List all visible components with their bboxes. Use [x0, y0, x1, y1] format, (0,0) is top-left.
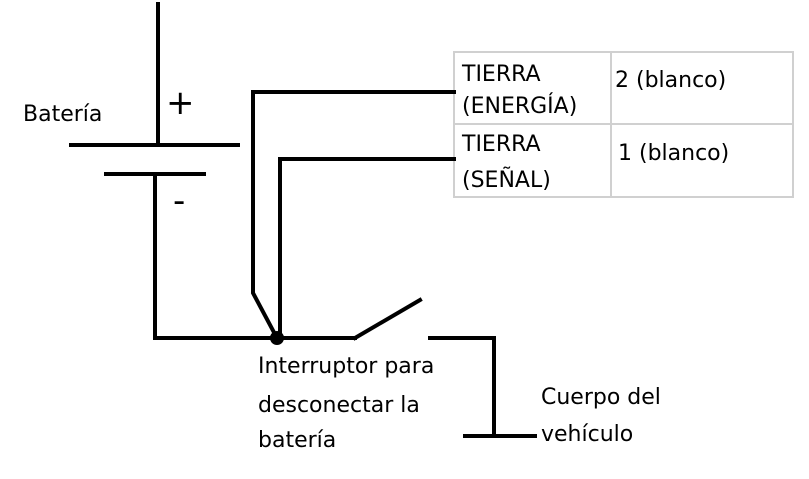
- table-row2-pin: 1 (blanco): [618, 141, 730, 166]
- table-cell-row1-pin: [610, 51, 794, 125]
- table-row1-name-line2: (ENERGÍA): [462, 94, 578, 119]
- table-row2-name-line1: TIERRA: [462, 132, 541, 157]
- power-ground-wire: [251, 90, 456, 341]
- signal-ground-wire: [278, 157, 456, 340]
- switch-to-chassis-wire: [428, 336, 496, 438]
- battery-minus-sign: -: [173, 181, 186, 221]
- table-cell-row1-name: [453, 51, 612, 125]
- battery-plus-sign: +: [166, 83, 195, 123]
- chassis-label-line2: vehículo: [541, 422, 634, 447]
- switch-label-line1: Interruptor para: [258, 354, 435, 379]
- switch-label-line3: batería: [258, 428, 337, 453]
- table-row1-pin: 2 (blanco): [615, 68, 727, 93]
- battery-negative-wire: [153, 172, 357, 340]
- switch-label-line2: desconectar la: [258, 393, 420, 418]
- battery-label: Batería: [23, 102, 103, 127]
- table-cell-row2-pin: [610, 123, 794, 198]
- chassis-label-line1: Cuerpo del: [541, 385, 661, 410]
- switch-blade: [352, 297, 423, 341]
- table-row1-name-line1: TIERRA: [462, 62, 541, 87]
- table-row2-name-line2: (SEÑAL): [462, 168, 551, 193]
- junction-dot: [270, 331, 284, 345]
- table-cell-row2-name: [453, 123, 612, 198]
